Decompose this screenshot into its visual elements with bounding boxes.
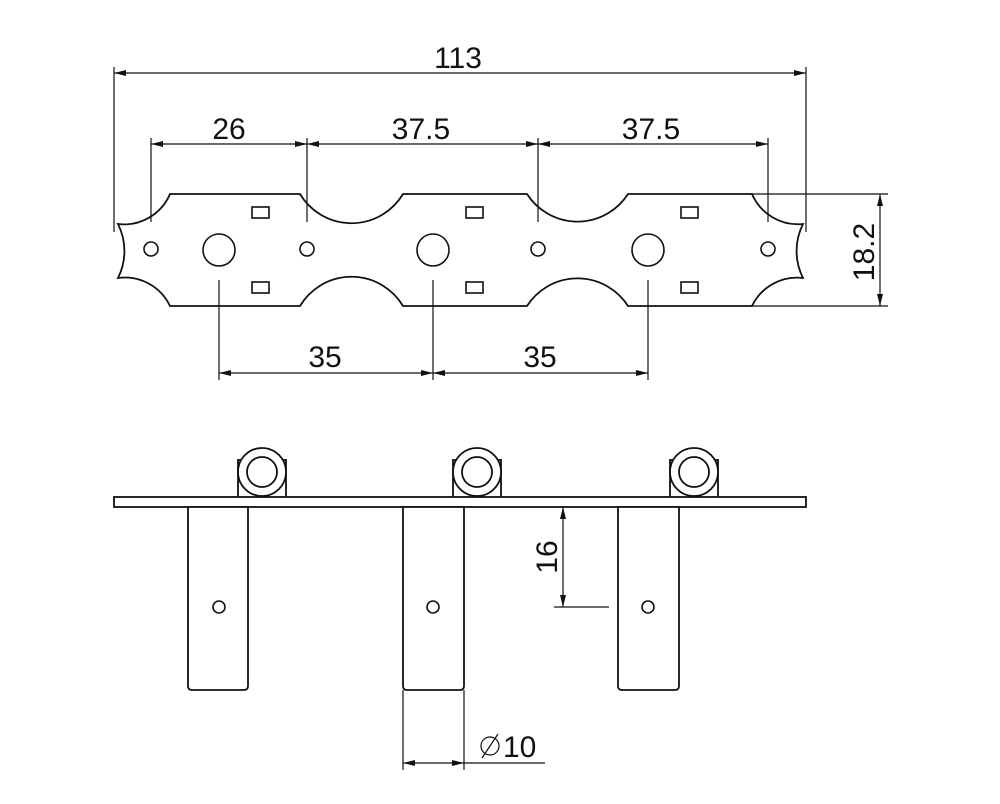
dimension-label-spacing-3: 37.5 bbox=[622, 113, 680, 146]
base-plate-side bbox=[113, 496, 807, 508]
top-view: 113 26 37.5 37.5 18.2 bbox=[113, 42, 888, 380]
slot-3-top bbox=[680, 206, 699, 219]
tuner-body-1 bbox=[187, 506, 249, 691]
dimension-label-plate-height: 18.2 bbox=[848, 223, 881, 281]
string-post-2 bbox=[452, 447, 502, 501]
tuner-body-3 bbox=[617, 506, 680, 691]
tuner-body-2 bbox=[402, 506, 465, 691]
mounting-hole-2 bbox=[299, 241, 315, 257]
post-hole-2 bbox=[416, 233, 450, 267]
slot-3-bottom bbox=[680, 281, 699, 294]
string-post-1 bbox=[237, 447, 287, 501]
tuner-plate-outline bbox=[116, 193, 805, 307]
post-hole-3 bbox=[631, 233, 665, 267]
mounting-hole-1 bbox=[143, 241, 159, 257]
dimension-label-post-spacing-2: 35 bbox=[523, 341, 556, 374]
dimension-hole-spacing: 26 37.5 37.5 bbox=[150, 113, 769, 222]
mounting-hole-3 bbox=[530, 241, 546, 257]
mounting-hole-4 bbox=[760, 241, 776, 257]
dimension-label-post-spacing-1: 35 bbox=[308, 341, 341, 374]
diameter-symbol-icon bbox=[480, 733, 500, 759]
dimension-plate-height: 18.2 bbox=[752, 193, 888, 307]
slot-2-bottom bbox=[465, 281, 484, 294]
dimension-label-spacing-2: 37.5 bbox=[392, 113, 450, 146]
dimension-label-post-diameter: 10 bbox=[503, 731, 536, 764]
slot-1-bottom bbox=[251, 281, 270, 294]
dimension-post-diameter: 10 bbox=[402, 690, 545, 770]
dimension-post-spacing: 35 35 bbox=[218, 280, 649, 380]
slot-2-top bbox=[465, 206, 484, 219]
side-view: 16 10 bbox=[113, 447, 807, 770]
slot-1-top bbox=[251, 206, 270, 219]
post-hole-1 bbox=[202, 233, 236, 267]
dimension-label-overall-length: 113 bbox=[434, 42, 482, 75]
dimension-overall-length: 113 bbox=[113, 42, 807, 232]
string-post-3 bbox=[669, 447, 719, 501]
dimension-label-spacing-1: 26 bbox=[212, 113, 245, 146]
dimension-label-post-height: 16 bbox=[531, 540, 564, 573]
dimension-post-height: 16 bbox=[531, 507, 609, 608]
